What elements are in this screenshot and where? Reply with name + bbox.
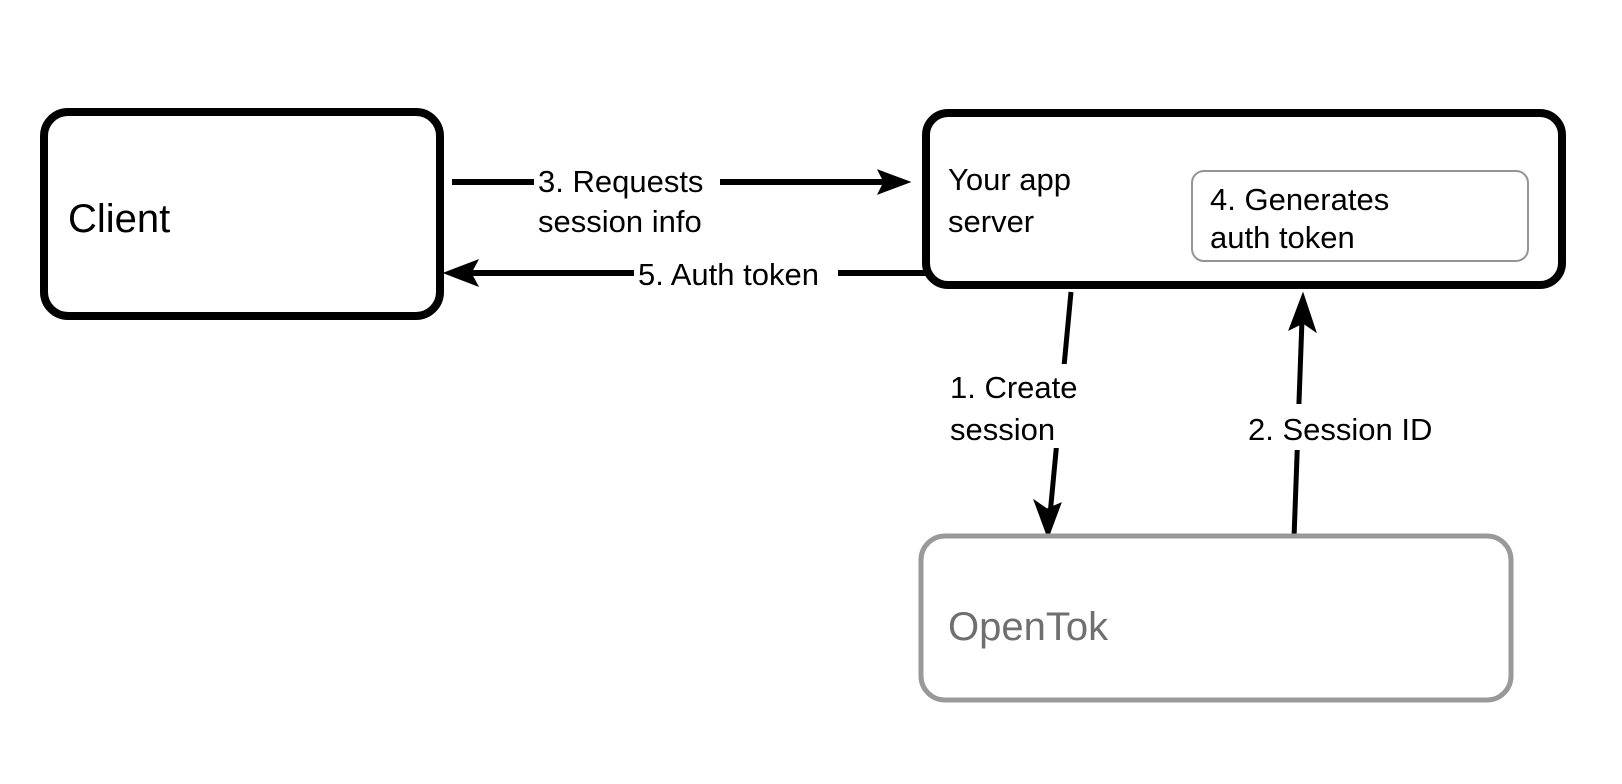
node-client[interactable]: Client <box>40 108 444 320</box>
edge-label-requests-session-info-line2: session info <box>538 204 702 239</box>
inner-note-shape[interactable] <box>1191 170 1529 262</box>
inner-note-label-line1: 4. Generates <box>1210 182 1389 217</box>
edge-label-backdrop <box>634 250 838 296</box>
edge-auth-token: 5. Auth token <box>442 250 960 296</box>
edge-label-backdrop <box>1245 404 1513 450</box>
arrowhead-right-icon <box>876 169 912 195</box>
edge-label-backdrop <box>534 158 720 238</box>
edge-label-create-session-line1: 1. Create <box>950 370 1078 405</box>
node-client-label: Client <box>68 197 170 241</box>
node-opentok[interactable]: OpenTok <box>918 533 1514 703</box>
node-client-shape[interactable] <box>40 108 444 320</box>
edge-create-session: 1. Create session <box>946 291 1098 540</box>
node-opentok-shape[interactable] <box>918 533 1514 703</box>
node-app-server[interactable]: Your app server 4. Generates auth token <box>922 109 1566 289</box>
node-app-server-label-line2: server <box>948 204 1034 239</box>
node-app-server-label-line1: Your app <box>948 162 1071 197</box>
edge-label-requests-session-info-line1: 3. Requests <box>538 164 703 199</box>
edge-session-id: 2. Session ID <box>1245 291 1513 539</box>
edge-label-create-session-line2: session <box>950 412 1055 447</box>
node-opentok-label: OpenTok <box>948 605 1109 649</box>
edge-label-backdrop <box>946 364 1098 448</box>
arrowhead-up-icon <box>1288 291 1317 334</box>
edge-label-auth-token: 5. Auth token <box>638 257 819 292</box>
inner-note-generates-auth-token[interactable]: 4. Generates auth token <box>1191 170 1529 262</box>
edge-requests-session-info: 3. Requests session info <box>452 158 912 239</box>
arrowhead-left-icon <box>442 259 480 287</box>
edge-label-session-id: 2. Session ID <box>1248 412 1432 447</box>
inner-note-label-line2: auth token <box>1210 220 1355 255</box>
arrowhead-down-icon <box>1032 498 1062 540</box>
